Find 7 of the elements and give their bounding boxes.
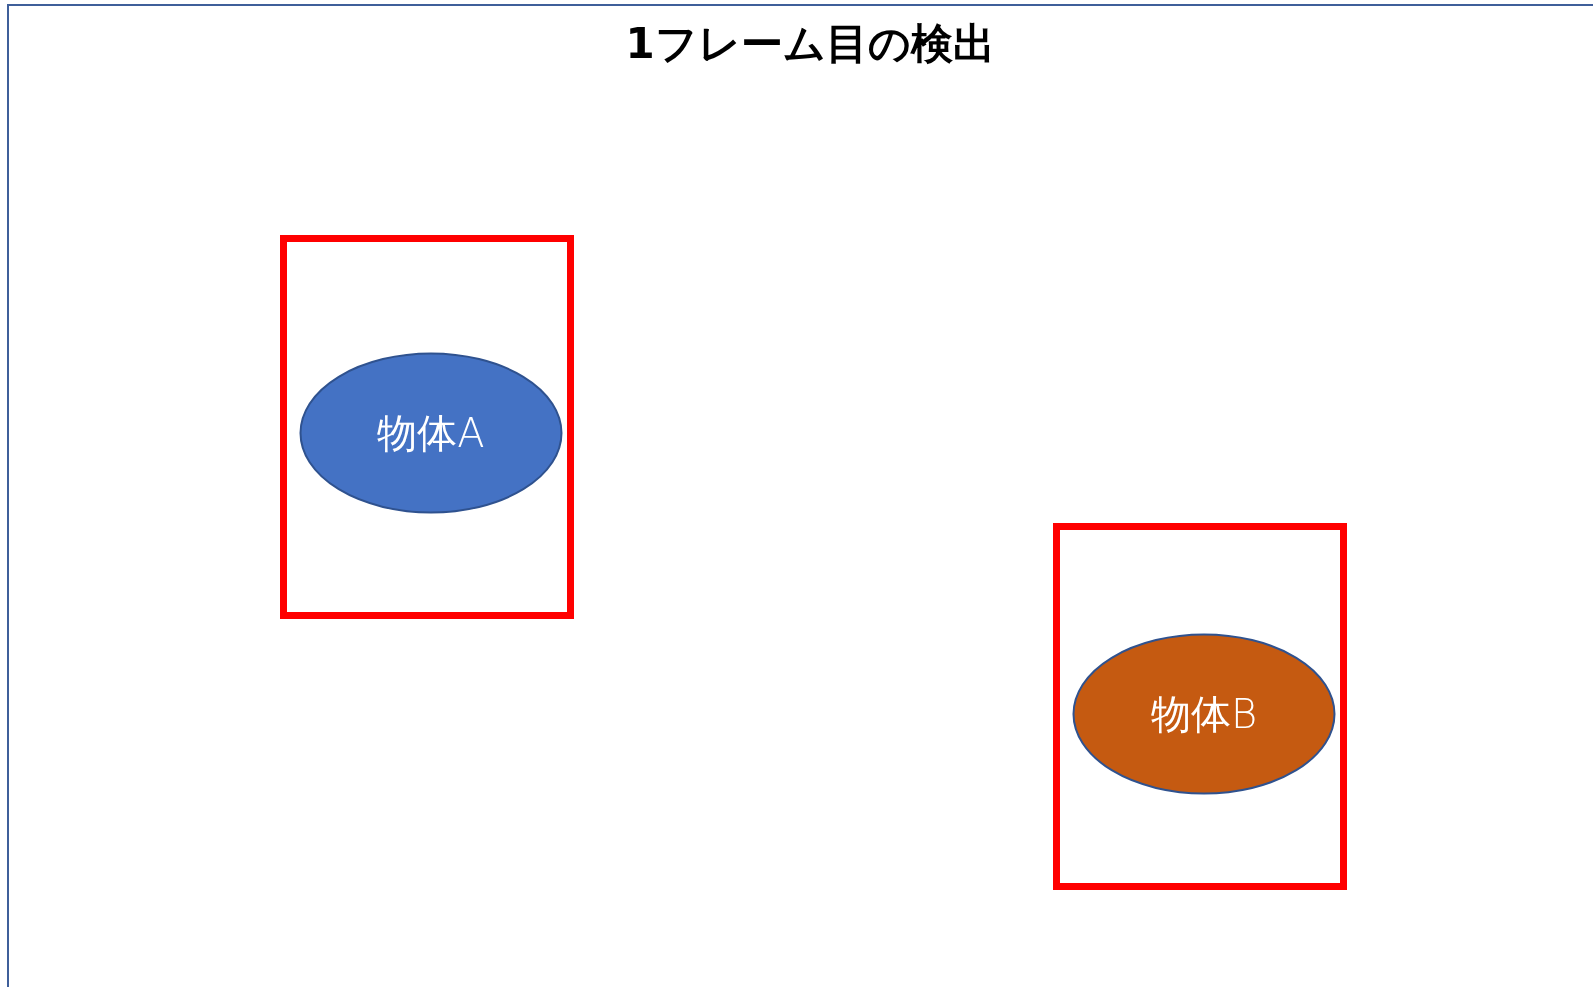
object-label: 物体A — [377, 408, 485, 458]
object-ellipse — [1072, 633, 1336, 795]
bounding-box — [280, 235, 574, 619]
object-ellipse — [299, 352, 563, 514]
title: 1フレーム目の検出 — [624, 18, 996, 70]
object-label: 物体B — [1150, 689, 1258, 739]
bounding-box — [1053, 523, 1347, 890]
